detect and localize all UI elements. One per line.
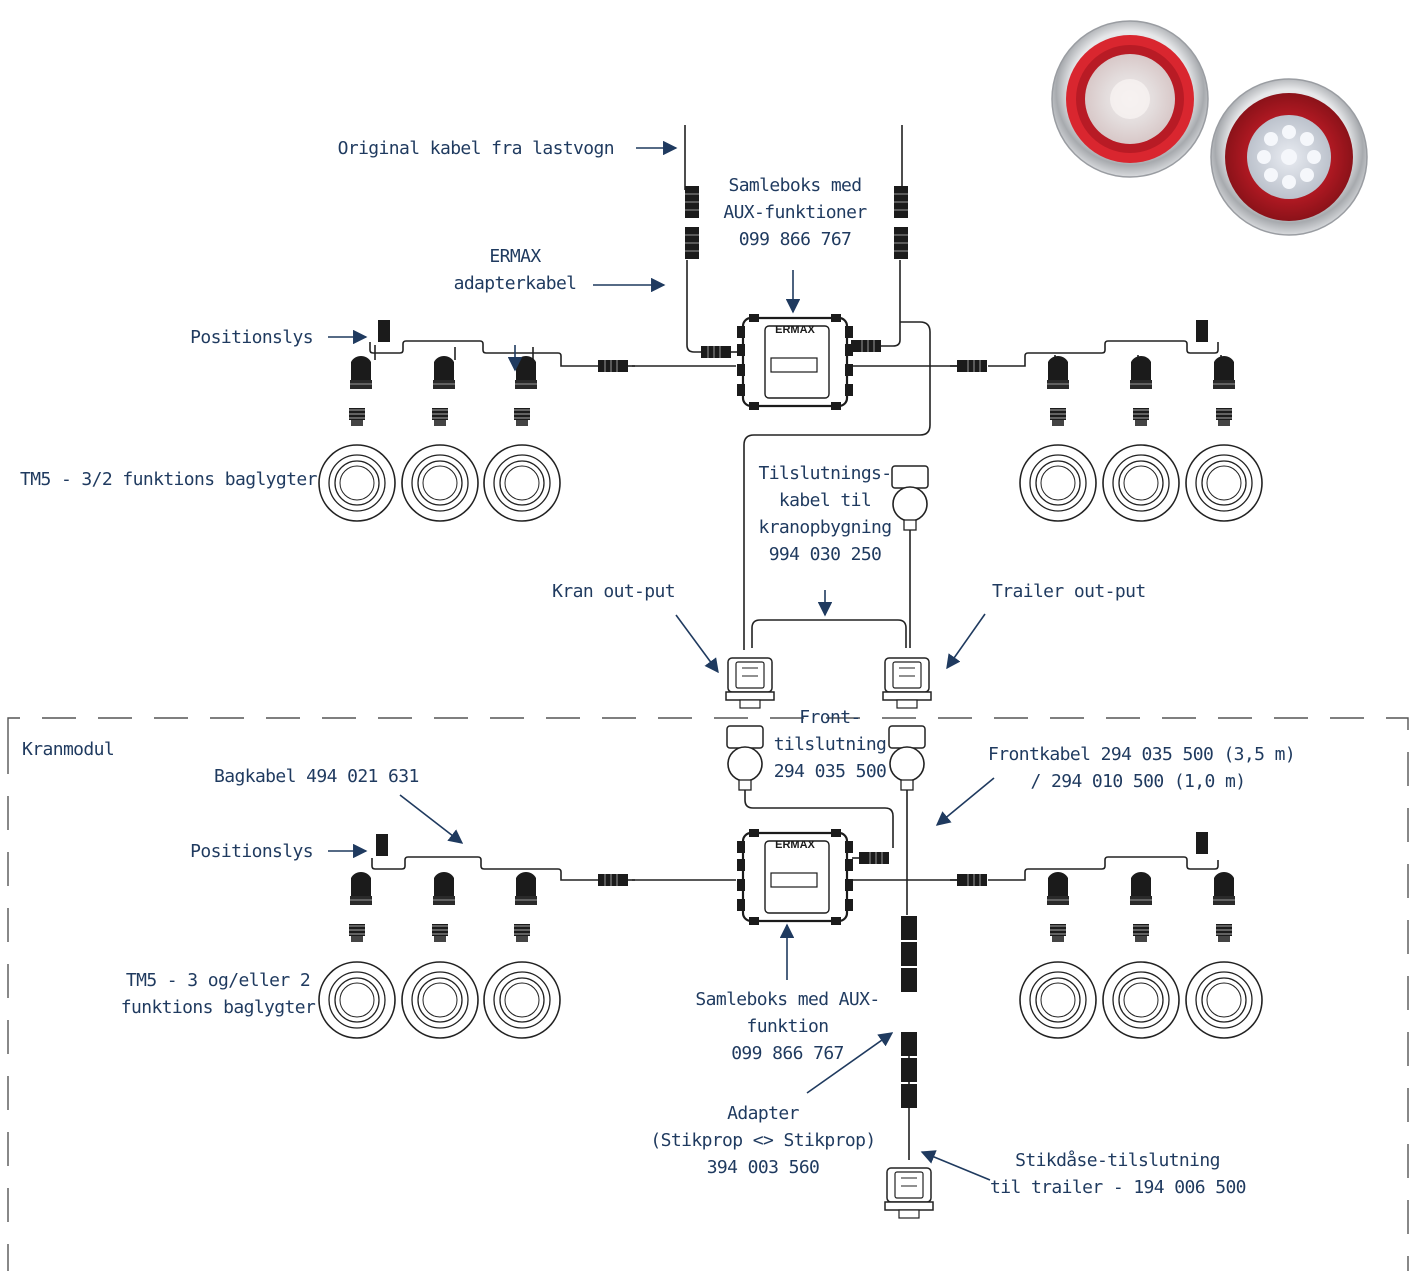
adapter-label: Adapter (Stikprop <> Stikprop) 394 003 5… — [650, 1103, 876, 1178]
front-connection-label: Front- tilslutning 294 035 500 — [773, 707, 887, 782]
tail-lamps-top-left — [318, 355, 561, 522]
tail-lamps-bottom-left — [318, 871, 561, 1039]
lamp-photo-right-icon — [1210, 78, 1368, 236]
rear-cable-label: Bagkabel 494 021 631 — [214, 766, 419, 787]
crane-module-label: Kranmodul — [22, 739, 115, 760]
tail-lamps-top-right — [1019, 355, 1263, 522]
crane-output-label: Kran out-put — [552, 581, 675, 602]
lamp-photo-left-icon — [1051, 20, 1209, 178]
callout-arrows — [328, 140, 995, 1181]
junction-box-top-icon: ERMAX — [735, 312, 855, 412]
front-cable-label: Frontkabel 294 035 500 (3,5 m) / 294 010… — [988, 744, 1296, 792]
tm5-bottom-label: TM5 - 3 og/eller 2 funktions baglygter — [120, 970, 316, 1018]
connection-cable-label: Tilslutnings- kabel til kranopbygning 99… — [758, 463, 892, 565]
junction-box-bottom-label: Samleboks med AUX- funktion 099 866 767 — [695, 989, 880, 1064]
trailer-socket-label: Stikdåse-tilslutning til trailer - 194 0… — [990, 1150, 1247, 1198]
wiring — [369, 125, 1222, 1160]
original-cable-label: Original kabel fra lastvogn — [337, 138, 615, 159]
cable-plugs — [376, 185, 1208, 1108]
tm5-top-label: TM5 - 3/2 funktions baglygter — [20, 469, 317, 490]
tail-lamps-bottom-right — [1019, 871, 1263, 1039]
adapter-cable-label: ERMAX adapterkabel — [453, 246, 577, 294]
position-light-top-label: Positionslys — [190, 327, 313, 348]
svg-text:ERMAX: ERMAX — [775, 839, 815, 851]
junction-box-bottom-icon: ERMAX — [735, 827, 855, 927]
crane-module-frame — [7, 717, 1409, 1271]
position-light-bottom-label: Positionslys — [190, 841, 313, 862]
svg-text:ERMAX: ERMAX — [775, 324, 815, 336]
junction-box-top-label: Samleboks med AUX-funktioner 099 866 767 — [723, 175, 867, 250]
trailer-output-label: Trailer out-put — [992, 581, 1146, 602]
